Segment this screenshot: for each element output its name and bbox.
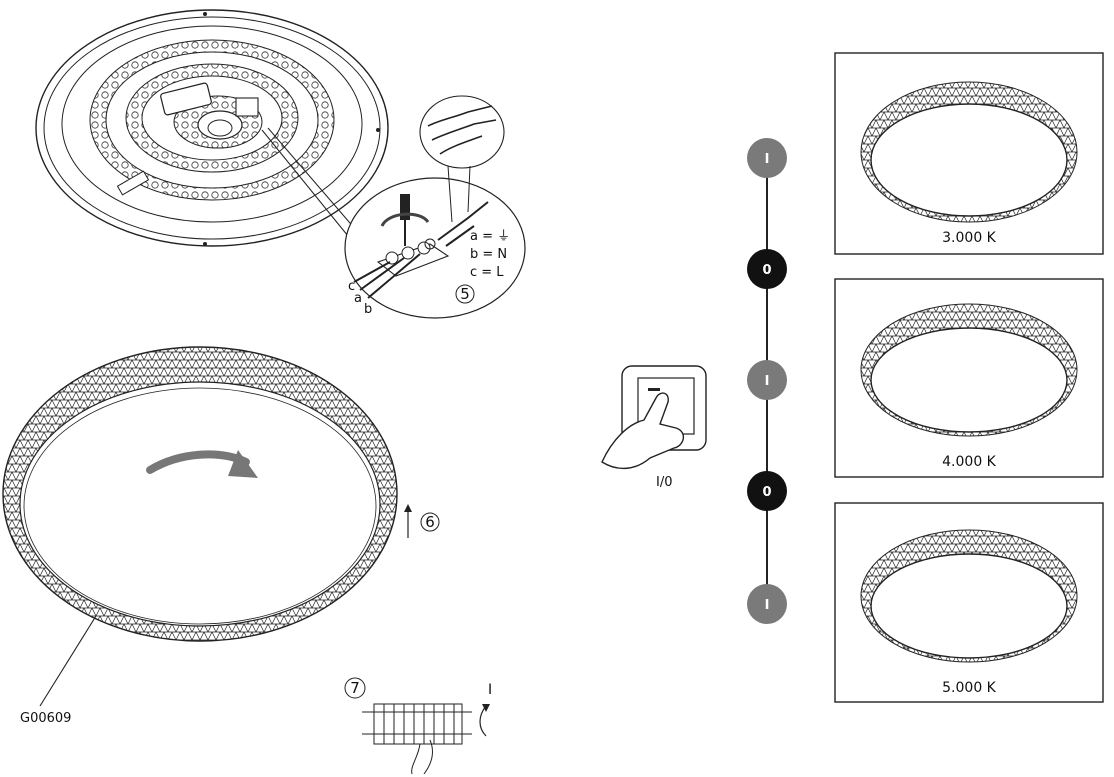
wire-letter-c: c [348,279,355,294]
legend-earth: a = ⏚ [470,229,510,244]
step-6-marker: 6 [420,512,440,532]
sequence-node-2: 0 [747,249,787,289]
terminal-strip [362,703,472,775]
switch-label: I/0 [656,475,673,490]
sequence-node-5: I [747,584,787,624]
sequence-node-1: I [747,138,787,178]
wire-letter-a: a [354,291,362,306]
cct-panel-4000 [834,278,1104,478]
sequence-node-label: I [765,374,770,389]
svg-text:7: 7 [350,679,360,697]
cct-label-3000: 3.000 K [942,230,997,246]
wiring-detail [344,177,526,319]
legend-live: c = L [470,265,504,280]
leader-line [261,129,349,237]
lift-arrow [404,504,412,538]
wire-end-detail [419,95,505,223]
cct-panel-5000 [834,502,1104,703]
wall-switch [601,365,707,469]
wire-letter-b: b [364,302,372,317]
sequence-node-label: I [765,152,770,167]
svg-text:6: 6 [425,513,435,531]
step-5-marker: 5 [455,284,475,304]
rotate-arrow [479,704,490,737]
legend-neutral: b = N [470,247,507,262]
cct-label-5000: 5.000 K [942,680,997,696]
sequence-node-label: 0 [762,485,771,500]
sequence-node-label: I [765,598,770,613]
switch-mark: I [488,682,492,698]
cct-panel-3000 [834,52,1104,255]
part-leader [39,615,97,707]
diffuser-cover [2,346,398,642]
cct-label-4000: 4.000 K [942,454,997,470]
sequence-node-3: I [747,360,787,400]
sequence-node-4: 0 [747,471,787,511]
step-7-marker: 7 [344,677,366,699]
fixture-base [35,9,389,247]
part-code: G00609 [20,711,71,726]
sequence-node-label: 0 [762,263,771,278]
svg-text:5: 5 [460,285,470,303]
